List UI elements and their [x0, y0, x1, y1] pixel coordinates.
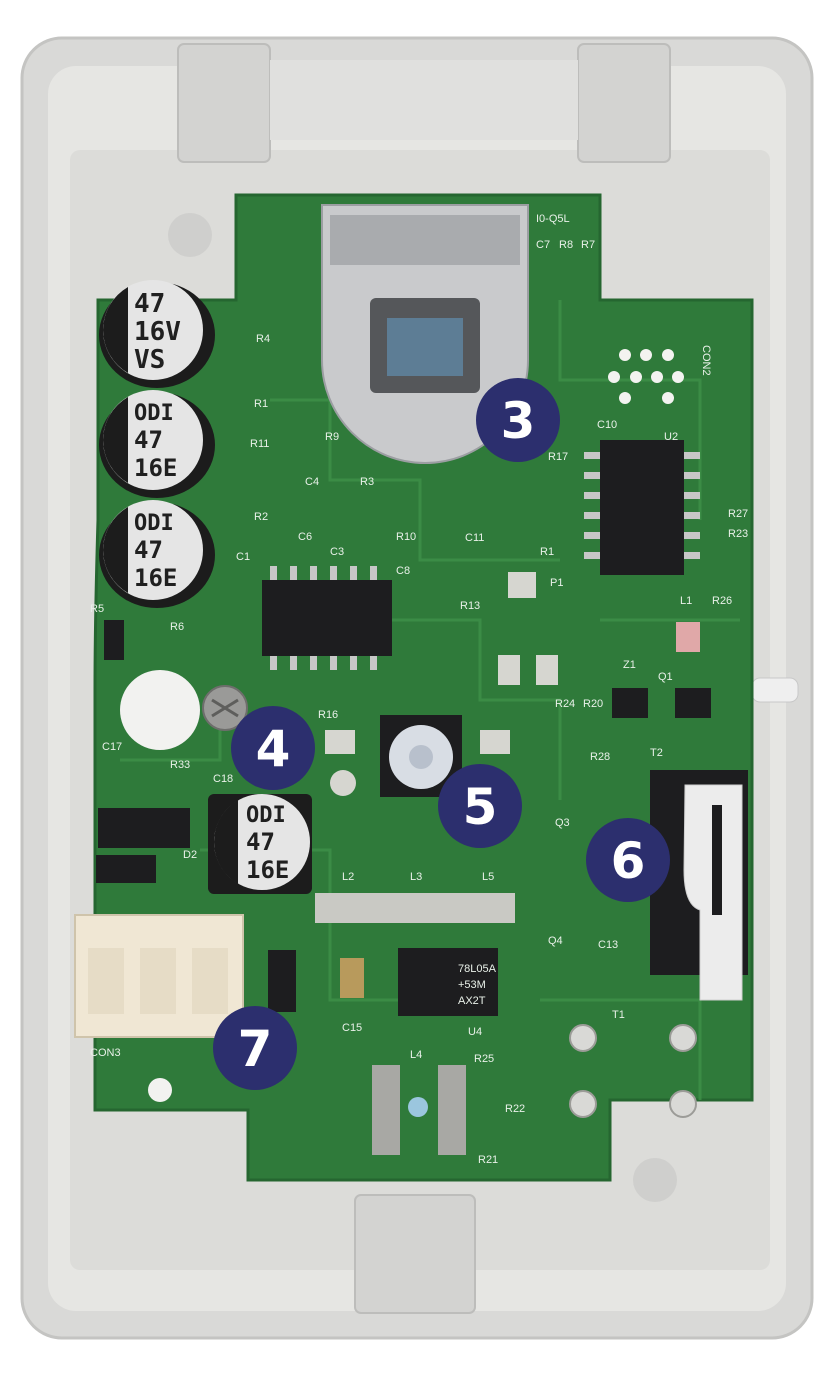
- label-p1: P1: [550, 577, 563, 589]
- label-con3: CON3: [90, 1047, 121, 1059]
- cap4-line3: 16E: [246, 856, 289, 884]
- label-l3: L3: [410, 871, 422, 883]
- label-c18: C18: [213, 773, 233, 785]
- con2-header: [608, 349, 684, 404]
- label-r6: R6: [170, 621, 184, 633]
- label-r33: R33: [170, 759, 190, 771]
- label-q1: Q1: [658, 671, 673, 683]
- label-u4: U4: [468, 1026, 482, 1038]
- label-c1: C1: [236, 551, 250, 563]
- callout-7: 7: [213, 1006, 297, 1090]
- cap2-line3: 16E: [134, 454, 177, 482]
- capacitor-2: ODI 47 16E: [99, 390, 215, 498]
- reg-line1: 78L05A: [458, 963, 497, 975]
- label-q3: Q3: [555, 817, 570, 829]
- reg-line2: +53M: [458, 979, 486, 991]
- capacitor-3: ODI 47 16E: [99, 500, 215, 608]
- callout-7-number: 7: [238, 1020, 273, 1078]
- callout-3-number: 3: [501, 392, 536, 450]
- label-c17: C17: [102, 741, 122, 753]
- cap2-line1: ODI: [134, 401, 174, 426]
- callout-6-number: 6: [611, 832, 646, 890]
- board-id-label: I0-Q5L: [536, 213, 570, 225]
- label-r25: R25: [474, 1053, 494, 1065]
- label-r20: R20: [583, 698, 603, 710]
- potentiometer: [380, 715, 462, 797]
- cap3-line3: 16E: [134, 564, 177, 592]
- label-r1: R1: [254, 398, 268, 410]
- label-r7: R7: [581, 239, 595, 251]
- capacitor-1: 47 16V VS: [99, 280, 215, 388]
- pir-sensor: [321, 204, 529, 464]
- callout-4-number: 4: [256, 720, 291, 778]
- cap2-line2: 47: [134, 426, 163, 454]
- ic-u2: [584, 440, 700, 575]
- label-r17: R17: [548, 451, 568, 463]
- cap1-line2: 16V: [134, 317, 181, 347]
- label-r5: R5: [90, 603, 104, 615]
- label-z1: Z1: [623, 659, 636, 671]
- label-t1: T1: [612, 1009, 625, 1021]
- cap3-line2: 47: [134, 536, 163, 564]
- cap4-line2: 47: [246, 828, 275, 856]
- callout-5-number: 5: [463, 778, 498, 836]
- label-c11: C11: [465, 532, 484, 544]
- label-r28: R28: [590, 751, 610, 763]
- label-l2: L2: [342, 871, 354, 883]
- label-c10: C10: [597, 419, 617, 431]
- voltage-regulator-u4: 78L05A +53M AX2T: [398, 948, 498, 1016]
- callout-badges: 3 4 5 6 7: [213, 378, 670, 1090]
- label-r21: R21: [478, 1154, 498, 1166]
- label-con2: CON2: [700, 345, 712, 376]
- label-r27: R27: [728, 508, 748, 520]
- label-r26: R26: [712, 595, 732, 607]
- label-l4: L4: [410, 1049, 422, 1061]
- label-c4: C4: [305, 476, 319, 488]
- label-r24: R24: [555, 698, 575, 710]
- capacitor-4: ODI 47 16E: [208, 794, 312, 894]
- callout-6: 6: [586, 818, 670, 902]
- label-r4: R4: [256, 333, 270, 345]
- label-c15: C15: [342, 1022, 362, 1034]
- label-c8: C8: [396, 565, 410, 577]
- test-pads: [408, 1024, 697, 1118]
- cap3-line1: ODI: [134, 511, 174, 536]
- cap4-line1: ODI: [246, 803, 286, 828]
- silkscreen-labels: I0-Q5L C7 R8 R7 CON2 R4 R1 R11 R9 R3 C4 …: [90, 213, 748, 1166]
- cap1-line3: VS: [134, 345, 165, 375]
- label-r22: R22: [505, 1103, 525, 1115]
- label-r1b: R1: [540, 546, 554, 558]
- label-r9: R9: [325, 431, 339, 443]
- label-c7: C7: [536, 239, 550, 251]
- label-c13: C13: [598, 939, 618, 951]
- label-t2: T2: [650, 747, 663, 759]
- callout-4: 4: [231, 706, 315, 790]
- label-r8: R8: [559, 239, 573, 251]
- label-u2: U2: [664, 431, 678, 443]
- label-r3: R3: [360, 476, 374, 488]
- label-c3: C3: [330, 546, 344, 558]
- cap1-line1: 47: [134, 289, 165, 319]
- label-r10: R10: [396, 531, 416, 543]
- callout-3: 3: [476, 378, 560, 462]
- label-c6: C6: [298, 531, 312, 543]
- reg-line3: AX2T: [458, 995, 486, 1007]
- label-r13: R13: [460, 600, 480, 612]
- label-r23: R23: [728, 528, 748, 540]
- label-r2: R2: [254, 511, 268, 523]
- label-d2: D2: [183, 849, 197, 861]
- label-r16: R16: [318, 709, 338, 721]
- smd-components: [96, 572, 711, 1155]
- mounting-screw: [202, 685, 248, 731]
- label-l5: L5: [482, 871, 494, 883]
- ic-main-left: [262, 566, 392, 670]
- label-r11: R11: [250, 438, 269, 450]
- callout-5: 5: [438, 764, 522, 848]
- label-q4: Q4: [548, 935, 563, 947]
- tamper-switch: [650, 770, 748, 1001]
- power-connector: [74, 914, 244, 1038]
- label-l1: L1: [680, 595, 692, 607]
